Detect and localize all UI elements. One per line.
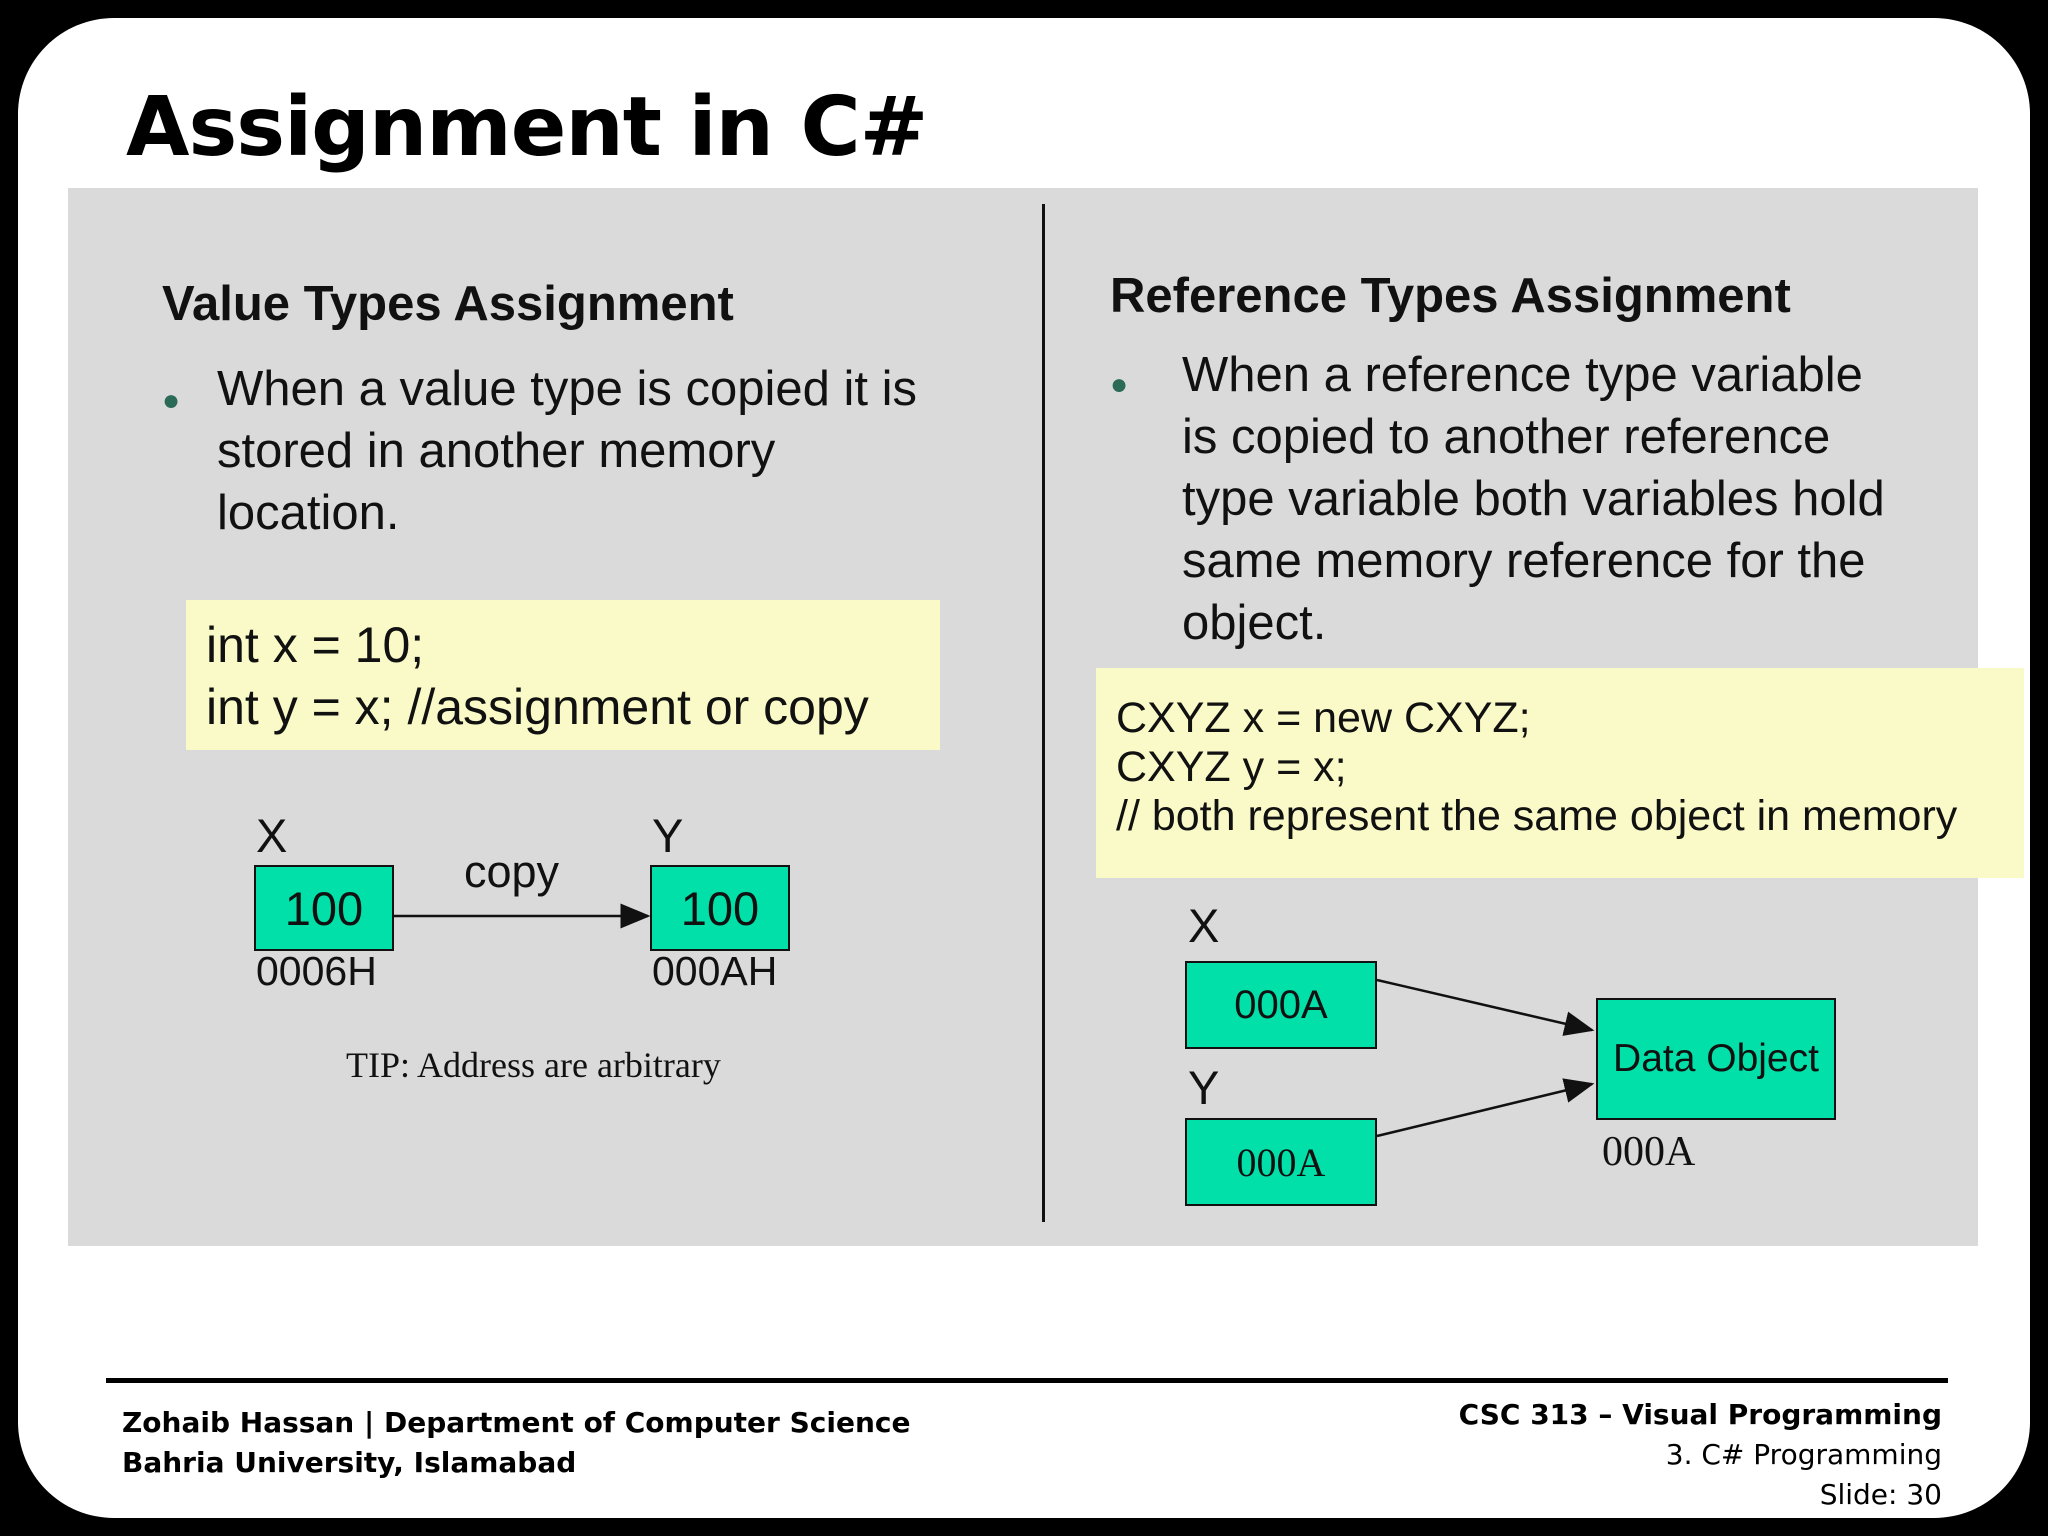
footer-course: CSC 313 – Visual Programming bbox=[1458, 1398, 1942, 1431]
bullet-icon: ● bbox=[1110, 368, 1129, 401]
reference-types-heading: Reference Types Assignment bbox=[1110, 269, 1791, 323]
copy-arrow-icon bbox=[394, 903, 651, 929]
footer-author: Zohaib Hassan | Department of Computer S… bbox=[122, 1406, 911, 1439]
reference-arrows-icon bbox=[1376, 978, 1595, 1138]
footer-chapter: 3. C# Programming bbox=[1665, 1438, 1942, 1471]
reference-types-panel: Reference Types Assignment ● When a refe… bbox=[1048, 188, 2024, 1246]
code-line: CXYZ x = new CXYZ; bbox=[1116, 694, 1531, 742]
value-types-heading: Value Types Assignment bbox=[162, 277, 734, 331]
reference-types-bullet: When a reference type variable is copied… bbox=[1182, 348, 1885, 650]
data-object-address: 000A bbox=[1602, 1129, 1696, 1175]
y-address-label: 000AH bbox=[652, 948, 778, 994]
x-variable-label: X bbox=[256, 809, 288, 862]
code-line: CXYZ y = x; bbox=[1116, 743, 1347, 791]
x-address-label: 0006H bbox=[256, 948, 377, 994]
content-area: Value Types Assignment ● When a value ty… bbox=[68, 188, 2024, 1246]
y-reference-box: 000A bbox=[1185, 1118, 1377, 1206]
x-reference-box: 000A bbox=[1185, 961, 1377, 1049]
value-types-code: int x = 10; int y = x; //assignment or c… bbox=[186, 600, 940, 750]
code-line: int x = 10; bbox=[206, 617, 425, 673]
value-types-panel: Value Types Assignment ● When a value ty… bbox=[68, 188, 1038, 1246]
x-variable-label: X bbox=[1188, 899, 1220, 952]
slide: Assignment in C# Value Types Assignment … bbox=[18, 18, 2030, 1518]
footer-slide-number: Slide: 30 bbox=[1819, 1478, 1942, 1511]
x-memory-box: 100 bbox=[254, 865, 394, 951]
slide-title: Assignment in C# bbox=[126, 80, 928, 175]
y-memory-box: 100 bbox=[650, 865, 790, 951]
reference-types-code: CXYZ x = new CXYZ; CXYZ y = x; // both r… bbox=[1096, 668, 2024, 878]
code-line: int y = x; //assignment or copy bbox=[206, 679, 869, 735]
footer-divider bbox=[106, 1378, 1948, 1383]
code-line: // both represent the same object in mem… bbox=[1116, 792, 1958, 840]
value-types-bullet: When a value type is copied it is stored… bbox=[217, 362, 917, 540]
column-divider bbox=[1042, 204, 1045, 1222]
footer-university: Bahria University, Islamabad bbox=[122, 1446, 577, 1479]
bullet-icon: ● bbox=[162, 384, 181, 417]
copy-label: copy bbox=[464, 846, 560, 897]
y-variable-label: Y bbox=[1188, 1061, 1220, 1114]
tip-note: TIP: Address are arbitrary bbox=[346, 1045, 721, 1085]
data-object-box: Data Object bbox=[1596, 998, 1836, 1120]
y-variable-label: Y bbox=[652, 809, 684, 862]
